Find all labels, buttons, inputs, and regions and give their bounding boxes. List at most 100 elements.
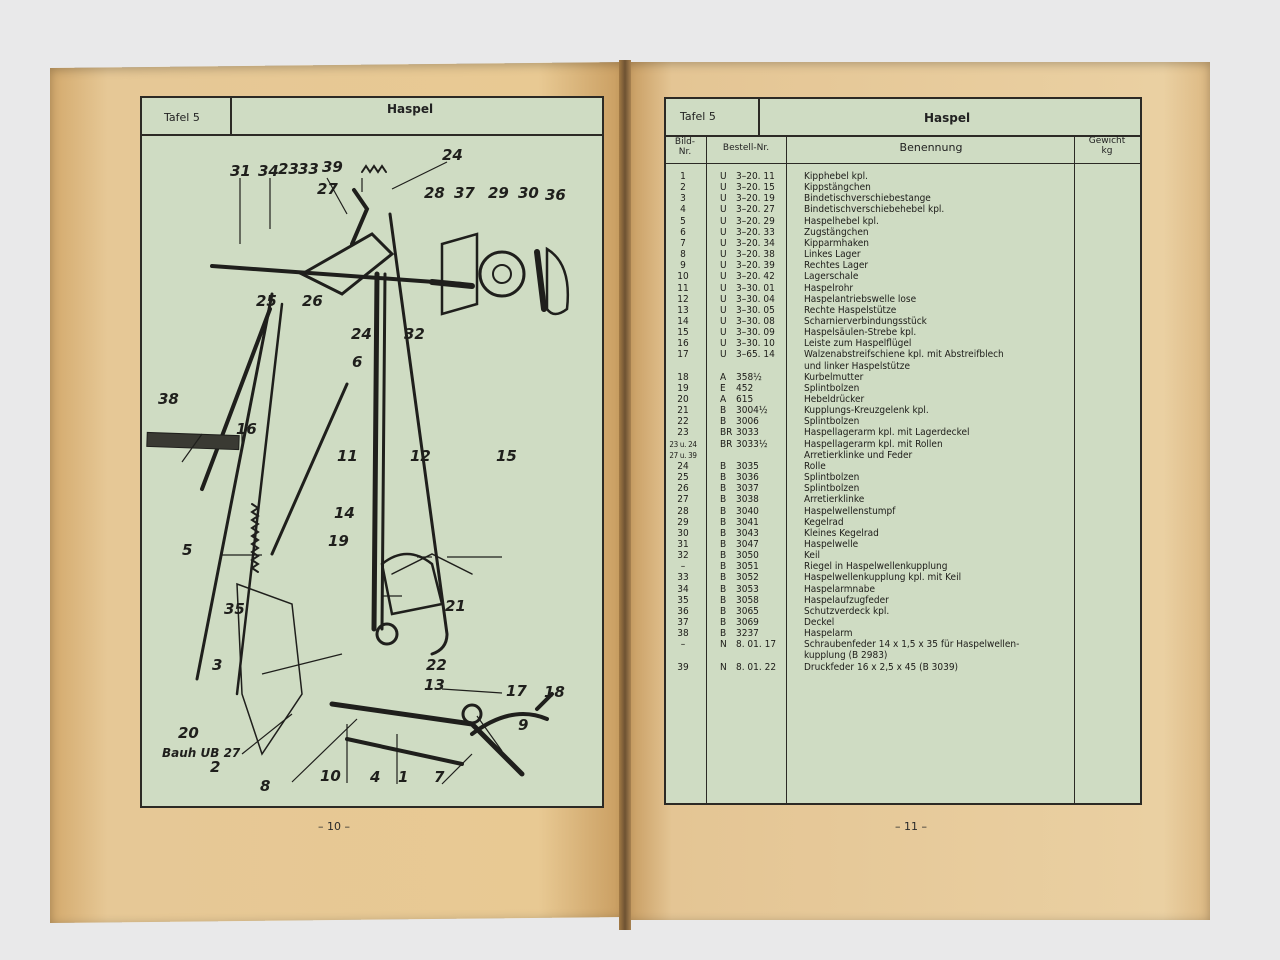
description-cell: Schraubenfeder 14 x 1,5 x 35 für Haspelw… [804,639,1020,651]
series-cell: B [720,594,727,606]
bild-nr-cell: 20 [677,394,689,405]
series-cell: BR [720,427,733,439]
callout-label: 4 [369,768,380,786]
series-cell: U [720,204,727,216]
description-cell: kupplung (B 2983) [804,650,888,662]
bild-nr-cell: 4 [680,204,686,216]
series-cell: U [720,237,727,249]
bild-nr-cell: 39 [677,661,689,673]
order-number-cell: 3051 [736,561,759,573]
order-number-cell: 3041 [736,516,759,528]
bild-nr-cell: 16 [677,338,689,350]
callout-label: 26 [302,292,323,310]
description-cell: Scharnierverbindungsstück [804,315,927,327]
description-cell: Walzenabstreifschiene kpl. mit Abstreifb… [804,349,1004,361]
col-gewicht: Gewicht kg [1074,136,1140,164]
callout-label: 32 [404,325,425,343]
description-cell: Zugstängchen [804,226,869,238]
description-cell: Kegelrad [804,516,844,528]
series-cell: U [720,327,727,339]
order-number-cell: 3065 [736,605,759,617]
bild-nr-cell: 22 [677,416,689,428]
callout-label: 7 [434,768,445,786]
description-cell: Kurbelmutter [804,371,864,383]
description-cell: Haspelsäulen-Strebe kpl. [804,327,917,339]
series-cell: B [720,550,727,562]
order-number-cell: 3053 [736,583,759,595]
description-cell: Arretierklinke und Feder [804,449,913,461]
column-headers: Bild- Nr. Bestell-Nr. Benennung Gewicht … [666,135,1140,164]
bild-nr-cell: 17 [677,349,689,361]
series-cell: U [720,260,727,272]
order-number-cell: 8. 01. 17 [736,639,777,651]
order-number-cell: 3–30. 01 [736,282,775,294]
order-number-cell: 3069 [736,617,759,628]
series-cell: U [720,282,727,294]
callout-label: 6 [352,353,362,371]
description-cell: Haspelwellenkupplung kpl. mit Keil [804,572,962,584]
description-cell: Rechtes Lager [804,260,869,272]
bild-nr-cell: 6 [680,226,686,238]
order-number-cell: 3–30. 09 [736,327,775,339]
series-cell: N [720,639,727,651]
series-cell: B [720,572,727,584]
description-cell: Riegel in Haspelwellenkupplung [804,561,948,573]
order-number-cell: 3–30. 04 [736,293,775,305]
bild-nr-cell: 14 [677,315,689,327]
description-cell: Bindetischverschiebehebel kpl. [804,204,945,216]
order-number-cell: 3052 [736,572,759,584]
bild-nr-cell: 34 [677,583,689,595]
haspel-exploded-diagram: 3134233339242728372930362526243238616111… [146,146,569,795]
bild-nr-cell: 25 [677,472,689,484]
order-number-cell: 452 [736,382,754,394]
bild-nr-cell: 19 [677,382,689,394]
order-number-cell: 3043 [736,527,759,539]
series-cell: U [720,349,727,361]
callout-label: 14 [334,504,355,522]
bild-nr-cell: 15 [677,327,689,339]
series-cell: B [720,516,727,528]
description-cell: Haspellagerarm kpl. mit Lagerdeckel [804,427,970,439]
description-cell: Haspelaufzugfeder [804,594,889,606]
description-cell: Haspelwelle [804,538,859,550]
diagram-title: Haspel [387,102,434,116]
order-number-cell: 3–30. 08 [736,315,775,327]
callout-label: 21 [445,597,466,615]
callout-label: 38 [158,390,179,408]
callout-label: 27 [317,180,338,198]
table-row: kupplung (B 2983) [666,650,1140,661]
diagram-callouts [181,161,503,785]
bild-nr-cell: 23 u. 24 [669,439,697,449]
order-number-cell: 3–20. 39 [736,260,775,272]
description-cell: Haspelantriebswelle lose [804,293,917,305]
order-number-cell: 3035 [736,460,759,472]
description-cell: Kupplungs-Kreuzgelenk kpl. [804,405,929,417]
col-benennung: Benennung [899,141,963,154]
bild-nr-cell: 11 [677,282,689,294]
callout-label: 33 [298,160,319,178]
bild-nr-cell: 13 [677,304,689,316]
order-number-cell: 3–20. 19 [736,193,775,205]
callout-label: 25 [256,292,277,310]
diagram-panel: Tafel 5 Haspel [140,96,604,808]
order-number-cell: 3033 [736,427,759,439]
series-cell: BR [720,438,733,450]
description-cell: Haspellagerarm kpl. mit Rollen [804,438,943,450]
description-cell: Splintbolzen [804,416,860,428]
description-cell: Deckel [804,617,835,628]
